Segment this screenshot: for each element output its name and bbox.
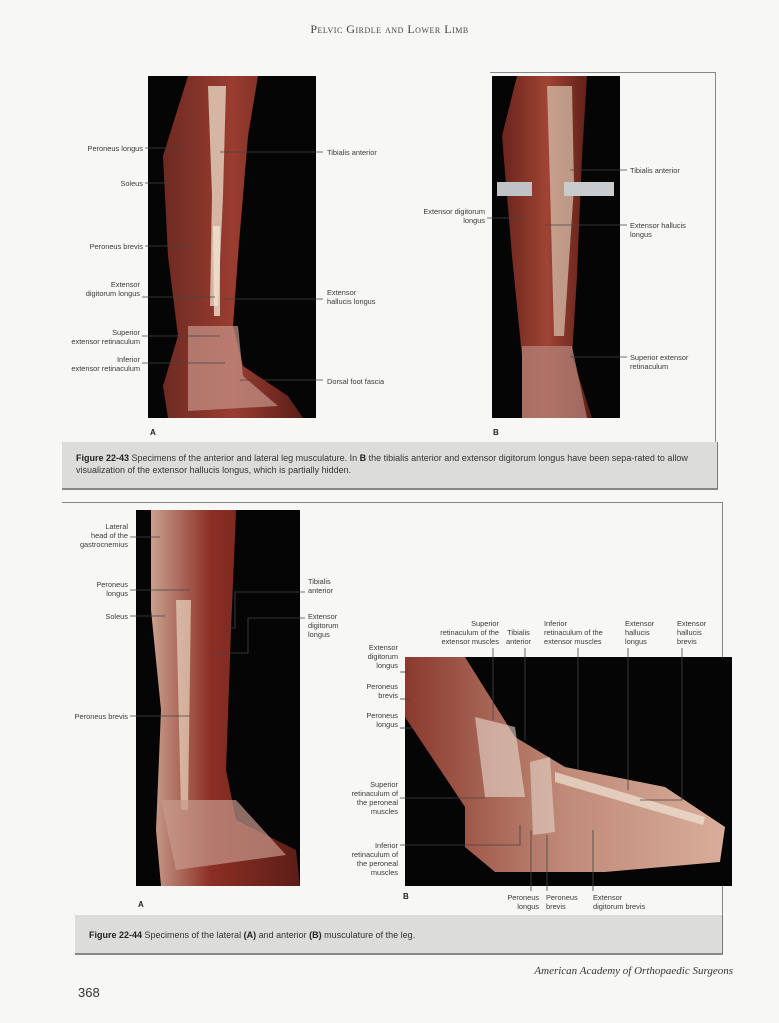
label-extensor-digitorum-longus-b: Extensor digitorum longus [367,643,398,670]
label-superior-retinaculum-extensor: Superior retinaculum of the extensor mus… [440,619,499,646]
label-tibialis-anterior: Tibialis anterior [308,577,334,595]
label-inferior-retinaculum-peroneal: Inferior retinaculum of the peroneal mus… [351,841,398,877]
panel-letter: B [493,428,499,437]
label-peroneus-longus-b: Peroneus longus [366,711,398,729]
label-extensor-hallucis-longus: Extensor hallucis longus [625,619,655,646]
label-peroneus-longus: Peroneus longus [87,144,143,153]
specimen-photo-44a [136,510,300,886]
label-extensor-hallucis-longus: Extensor hallucis longus [327,288,376,306]
label-tibialis-anterior-b: Tibialis anterior [630,166,680,175]
label-superior-extensor-retinaculum-b: Superior extensor retinaculum [630,353,689,371]
specimen-photo-43a [148,76,316,418]
label-peroneus-brevis: Peroneus brevis [74,712,128,721]
label-peroneus-longus-bottom: Peroneus longus [507,893,539,911]
figure-frame-line [490,72,716,73]
label-superior-extensor-retinaculum: Superior extensor retinaculum [71,328,140,346]
figure-frame-line [715,72,716,482]
panel-letter: A [138,900,144,909]
figure-number: Figure 22-44 [89,930,143,940]
label-extensor-digitorum-brevis: Extensor digitorum brevis [593,893,646,911]
label-extensor-hallucis-longus-b: Extensor hallucis longus [630,221,686,239]
label-soleus: Soleus [120,179,143,188]
label-dorsal-foot-fascia: Dorsal foot fascia [327,377,385,386]
page-number: 368 [78,985,100,1000]
figure-frame-line [62,502,723,503]
label-inferior-retinaculum-extensor: Inferior retinaculum of the extensor mus… [544,619,603,646]
label-peroneus-longus: Peroneus longus [96,580,128,598]
label-extensor-digitorum-longus: Extensor digitorum longus [85,280,140,298]
label-extensor-digitorum-longus: Extensor digitorum longus [308,612,339,639]
caption-bold: B [359,453,367,463]
figure-number: Figure 22-43 [76,453,130,463]
label-peroneus-brevis-bottom: Peroneus brevis [546,893,578,911]
label-extensor-digitorum-longus-b: Extensor digitorum longus [423,207,485,225]
running-header: Pelvic Girdle and Lower Limb [310,22,469,36]
panel-letter: B [403,892,409,901]
specimen-photo-43b [492,76,620,418]
panel-letter: A [150,428,156,437]
caption-text: and anterior [256,930,310,940]
caption-text: musculature of the leg. [321,930,416,940]
label-tibialis-anterior: Tibialis anterior [506,628,532,646]
caption-bold: (B) [309,930,322,940]
label-inferior-extensor-retinaculum: Inferior extensor retinaculum [71,355,140,373]
caption-bold: (A) [243,930,257,940]
label-superior-retinaculum-peroneal: Superior retinaculum of the peroneal mus… [351,780,398,816]
label-peroneus-brevis: Peroneus brevis [89,242,143,251]
label-lateral-head-gastrocnemius: Lateral head of the gastrocnemius [79,522,128,549]
label-tibialis-anterior: Tibialis anterior [327,148,377,157]
label-peroneus-brevis-b: Peroneus brevis [366,682,398,700]
figure-caption-22-43: Figure 22-43 Specimens of the anterior a… [62,442,718,490]
publisher-footer: American Academy of Orthopaedic Surgeons [534,965,733,977]
specimen-photo-44b [405,657,732,886]
figure-caption-22-44: Figure 22-44 Specimens of the lateral (A… [75,915,723,955]
caption-text: the tibialis anterior and extensor digit… [76,453,688,475]
label-soleus: Soleus [105,612,128,621]
label-extensor-hallucis-brevis: Extensor hallucis brevis [677,619,707,646]
caption-text: Specimens of the anterior and lateral le… [129,453,360,463]
caption-text: Specimens of the lateral [142,930,244,940]
